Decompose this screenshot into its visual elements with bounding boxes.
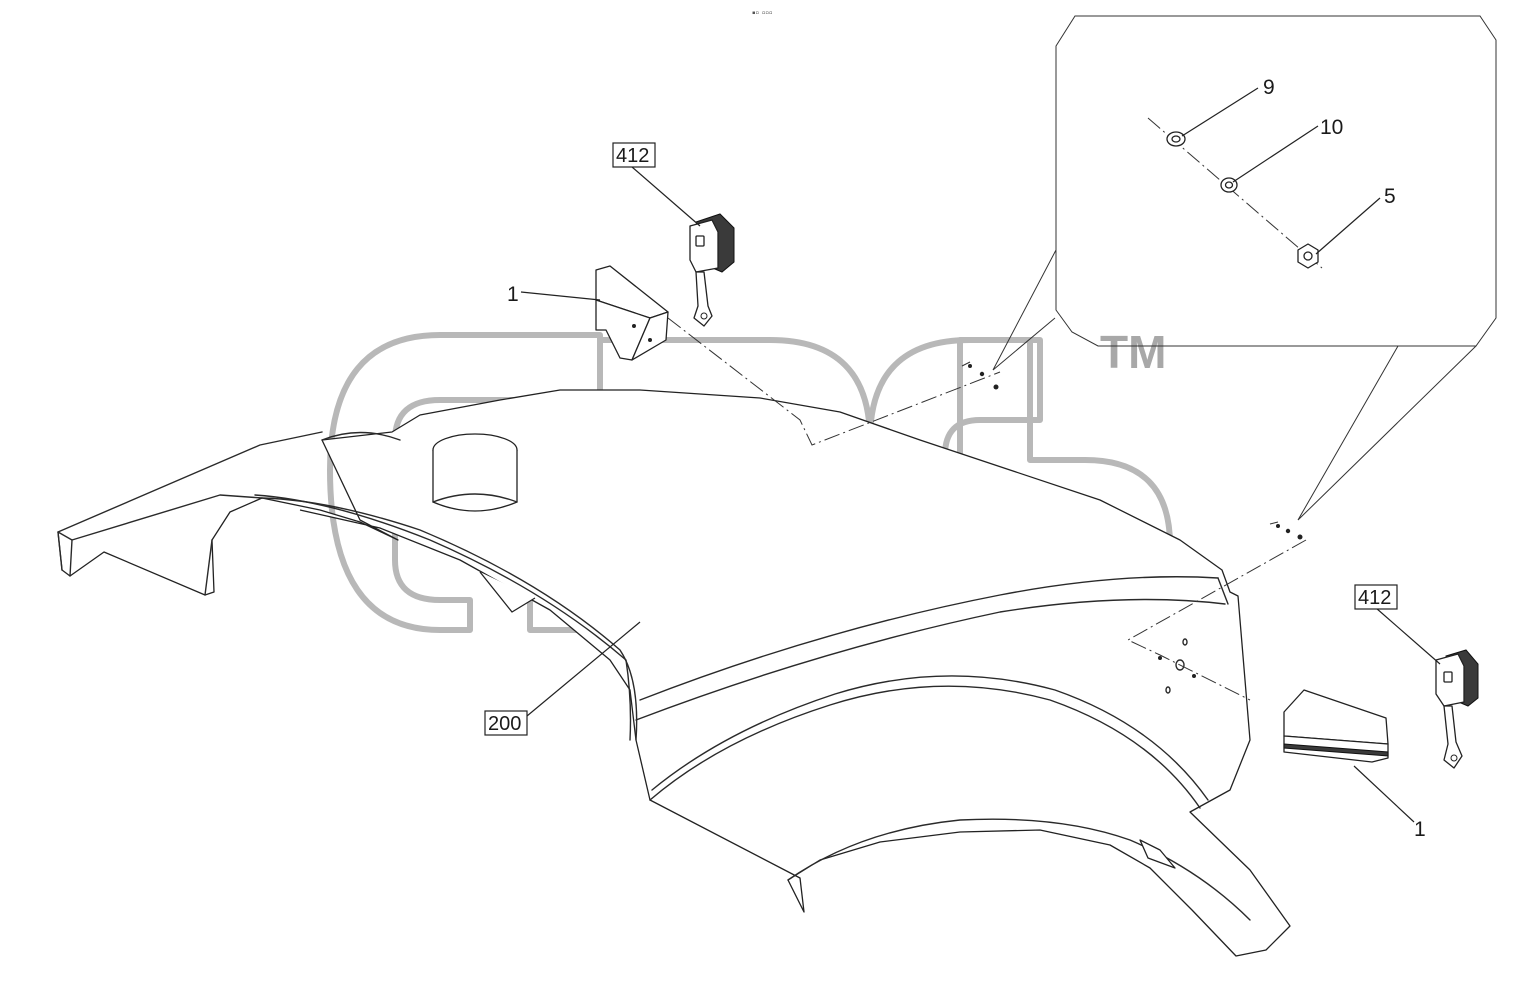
inset-pointer-bottom: [1297, 345, 1477, 521]
leader-412-right: [1375, 607, 1441, 665]
callout-412-left-box: [612, 142, 656, 168]
callout-10: 10: [1320, 116, 1343, 139]
assembly-axis-right: [1126, 539, 1307, 701]
callout-412-right: 412: [1358, 587, 1391, 609]
inset-pointer-top: [992, 249, 1057, 371]
flat-washer-9: [1166, 131, 1186, 147]
leader-1-right: [1353, 765, 1415, 823]
header-marks: ▪▫ ▫▫▫: [752, 8, 773, 19]
fender-panel: [57, 389, 1291, 957]
leader-9: [1181, 87, 1259, 137]
callout-9: 9: [1263, 76, 1275, 99]
light-bracket-right: [1283, 689, 1389, 763]
hardware-points-bottom: [1269, 521, 1303, 540]
inset-frame: [1055, 15, 1497, 347]
leader-200: [526, 621, 641, 717]
marker-lamp-left: [689, 213, 735, 327]
assembly-axis-left: [667, 317, 1001, 446]
hardware-points-top: [961, 361, 999, 390]
callout-5: 5: [1384, 185, 1396, 208]
watermark-tm: TM: [1100, 326, 1166, 378]
leader-1-left: [520, 291, 601, 301]
leader-412-left: [631, 166, 701, 227]
leader-10: [1232, 125, 1319, 183]
callout-412-left: 412: [616, 145, 649, 167]
callout-200: 200: [488, 713, 521, 735]
callout-1-left: 1: [507, 283, 519, 306]
hardware-points-fender: [1158, 656, 1196, 678]
hex-nut-5: [1297, 243, 1319, 269]
callout-200-box: [484, 710, 528, 736]
leader-5: [1315, 197, 1381, 255]
light-bracket-left: [595, 265, 669, 361]
callout-412-right-box: [1354, 584, 1398, 610]
lock-washer-10: [1220, 177, 1238, 193]
callout-1-right: 1: [1414, 818, 1426, 841]
marker-lamp-right: [1435, 649, 1479, 769]
